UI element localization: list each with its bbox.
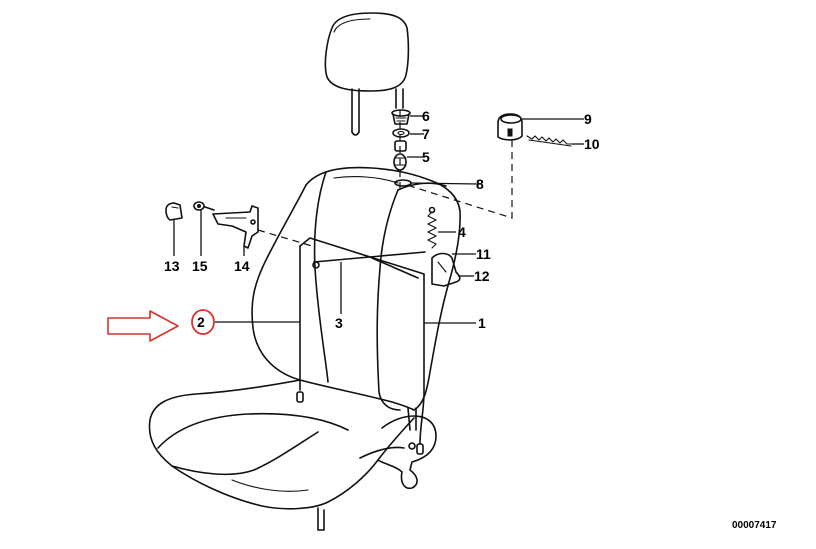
bracket-part-14 xyxy=(212,205,259,249)
label-part-13: 13 xyxy=(164,258,180,274)
label-part-1: 1 xyxy=(478,315,486,331)
dashed-guide-9 xyxy=(409,140,513,219)
spring-part-4 xyxy=(426,206,438,249)
diagram-reference-number: 00007417 xyxy=(732,520,777,531)
label-part-15: 15 xyxy=(192,258,208,274)
rod-part-3 xyxy=(312,251,426,279)
highlight-circle xyxy=(191,309,215,335)
label-part-3: 3 xyxy=(335,315,343,331)
label-part-10: 10 xyxy=(584,136,600,152)
label-part-11: 11 xyxy=(476,246,491,262)
label-part-7: 7 xyxy=(422,126,430,142)
guide-part-5 xyxy=(393,140,407,171)
label-part-5: 5 xyxy=(422,149,430,165)
leader-lines xyxy=(173,115,584,324)
washer-part-7 xyxy=(392,128,410,138)
part-labels: 6 7 5 8 9 10 4 11 12 1 2 3 13 15 14 xyxy=(164,108,600,331)
release-cable-part-2 xyxy=(296,237,425,403)
highlight-arrow xyxy=(107,310,179,342)
label-part-2: 2 xyxy=(197,314,205,330)
seat-cushion xyxy=(148,379,415,510)
screw-part-15 xyxy=(193,201,215,211)
cap-part-9 xyxy=(497,113,523,141)
cable-part-1 xyxy=(416,273,425,455)
release-lever-part-12 xyxy=(431,252,461,287)
label-part-14: 14 xyxy=(234,258,250,274)
dashed-guide-14 xyxy=(257,229,313,247)
label-part-9: 9 xyxy=(584,111,592,127)
headrest xyxy=(324,12,410,136)
label-part-12: 12 xyxy=(474,268,490,284)
guide-sleeve-part-6 xyxy=(391,109,411,125)
label-part-6: 6 xyxy=(422,108,430,124)
label-part-8: 8 xyxy=(476,176,484,192)
seat-backrest xyxy=(251,166,461,411)
spring-part-10 xyxy=(526,135,573,147)
label-part-4: 4 xyxy=(458,224,466,240)
seat-frame xyxy=(317,407,437,531)
trim-cap-part-13 xyxy=(165,202,183,221)
